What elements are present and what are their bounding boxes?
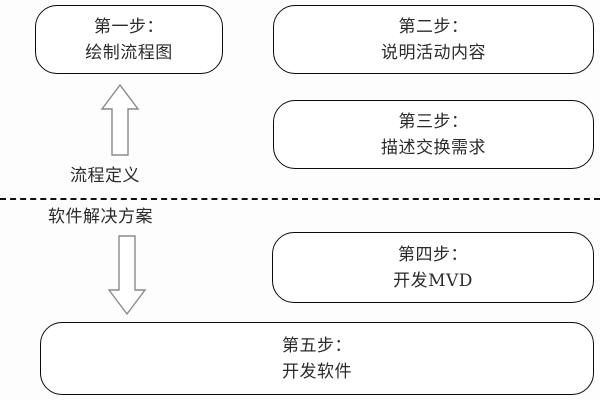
down-arrow-icon	[106, 234, 148, 316]
step-5-detail: 开发软件	[282, 361, 352, 382]
label-software-solution: 软件解决方案	[48, 207, 153, 227]
step-3-detail: 描述交换需求	[381, 137, 486, 158]
step-box-5[interactable]: 第五步： 开发软件	[40, 322, 594, 395]
step-4-detail: 开发MVD	[393, 270, 473, 291]
label-process-definition: 流程定义	[70, 166, 140, 186]
step-2-heading: 第二步：	[398, 16, 469, 37]
step-box-2[interactable]: 第二步： 说明活动内容	[273, 5, 594, 74]
step-box-3[interactable]: 第三步： 描述交换需求	[273, 100, 594, 169]
step-4-heading: 第四步：	[398, 244, 468, 265]
step-1-detail: 绘制流程图	[85, 42, 173, 63]
step-box-1[interactable]: 第一步： 绘制流程图	[35, 5, 223, 74]
step-5-heading: 第五步：	[282, 335, 352, 356]
step-1-heading: 第一步：	[94, 16, 164, 37]
up-arrow-icon	[99, 83, 141, 157]
step-box-4[interactable]: 第四步： 开发MVD	[272, 232, 594, 303]
step-3-heading: 第三步：	[398, 111, 469, 132]
step-2-detail: 说明活动内容	[381, 42, 486, 63]
section-divider	[0, 198, 600, 200]
